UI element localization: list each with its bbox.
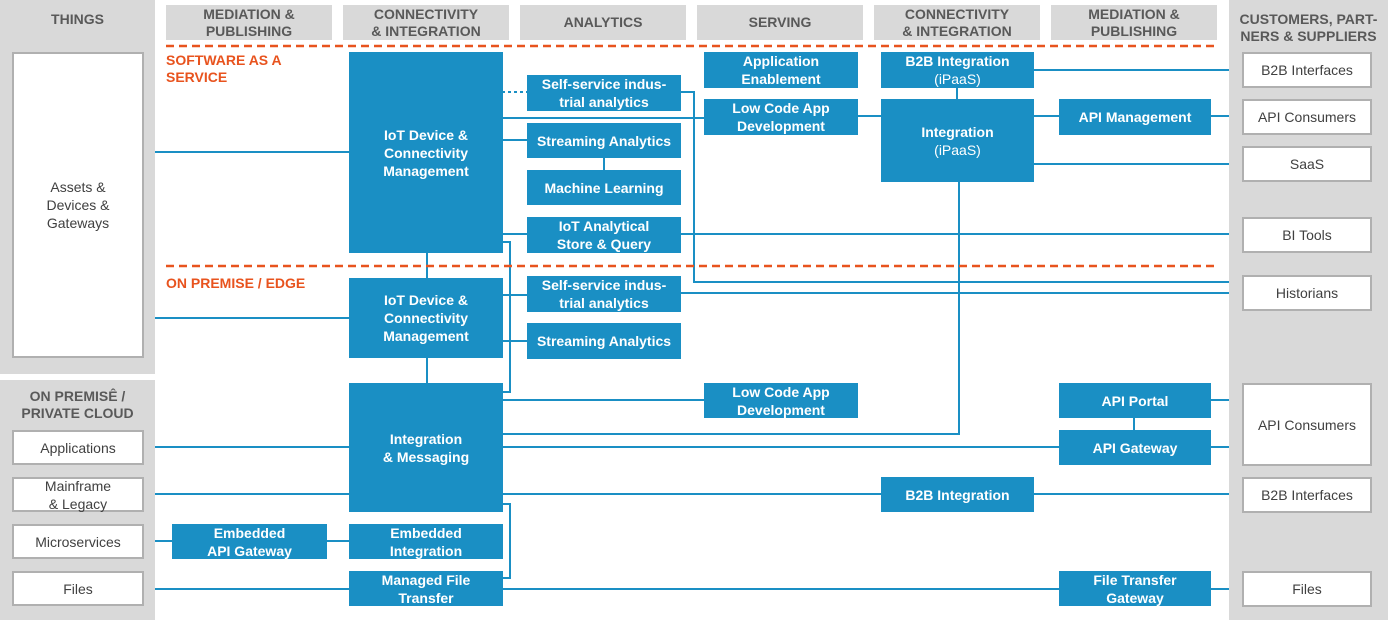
saas-streaming-box: Streaming Analytics — [527, 123, 681, 158]
saas-integration-box: Integration (iPaaS) — [881, 99, 1034, 182]
line-integration-ipaas — [502, 180, 960, 435]
saas-app-enablement-box: Application Enablement — [704, 52, 858, 88]
label-onprem: ON PREMISE / EDGE — [166, 275, 306, 291]
saas-low-code-box: Low Code App Development — [704, 99, 858, 135]
microservices-box: Microservices — [12, 524, 144, 559]
historians-box: Historians — [1242, 275, 1372, 311]
applications-box: Applications — [12, 430, 144, 465]
onprem-b2b-box: B2B Integration — [881, 477, 1034, 512]
onprem-streaming-box: Streaming Analytics — [527, 323, 681, 359]
saas-iot-device-box: IoT Device & Connectivity Management — [349, 52, 503, 253]
header-onprem-cloud: ON PREMISÊ / PRIVATE CLOUD — [21, 388, 134, 421]
onprem-iot-device-box: IoT Device & Connectivity Management — [349, 278, 503, 358]
header-connectivity-right: CONNECTIVITY & INTEGRATION — [874, 5, 1040, 40]
onprem-low-code-box: Low Code App Development — [704, 383, 858, 418]
header-mediation-left: MEDIATION & PUBLISHING — [166, 5, 332, 40]
header-analytics: ANALYTICS — [520, 5, 686, 40]
header-connectivity-left: CONNECTIVITY & INTEGRATION — [343, 5, 509, 40]
saas-iot-store-box: IoT Analytical Store & Query — [527, 217, 681, 253]
saas-ml-box: Machine Learning — [527, 170, 681, 205]
mainframe-box: Mainframe & Legacy — [12, 477, 144, 512]
assets-box: Assets & Devices & Gateways — [12, 52, 144, 358]
onprem-api-portal-box: API Portal — [1059, 383, 1211, 418]
saas-integration-title: Integration — [921, 123, 994, 140]
onprem-self-service-box: Self-service indus- trial analytics — [527, 276, 681, 312]
onprem-api-gateway-box: API Gateway — [1059, 430, 1211, 465]
saas-b2b-subtitle: (iPaaS) — [934, 71, 981, 87]
file-transfer-gateway-box: File Transfer Gateway — [1059, 571, 1211, 606]
managed-file-transfer-box: Managed File Transfer — [349, 571, 503, 606]
api-consumers-bottom-box: API Consumers — [1242, 383, 1372, 466]
header-mediation-right: MEDIATION & PUBLISHING — [1051, 5, 1217, 40]
label-saas: SOFTWARE AS A SERVICE — [166, 52, 282, 85]
files-left-box: Files — [12, 571, 144, 606]
line-iot-store-integration — [502, 241, 511, 393]
saas-api-mgmt-box: API Management — [1059, 99, 1211, 135]
bi-tools-box: BI Tools — [1242, 217, 1372, 253]
b2b-interfaces-bottom-box: B2B Interfaces — [1242, 477, 1372, 513]
embedded-integration-box: Embedded Integration — [349, 524, 503, 559]
saas-b2b-title: B2B Integration — [905, 53, 1010, 69]
files-right-box: Files — [1242, 571, 1372, 607]
onprem-integration-messaging-box: Integration & Messaging — [349, 383, 503, 512]
header-customers: CUSTOMERS, PART- NERS & SUPPLIERS — [1239, 11, 1378, 44]
saas-box: SaaS — [1242, 146, 1372, 182]
saas-self-service-box: Self-service indus- trial analytics — [527, 75, 681, 111]
line-integration-mft — [502, 503, 511, 579]
saas-b2b-box: B2B Integration (iPaaS) — [881, 52, 1034, 88]
line-selfservice-historians — [680, 91, 1242, 283]
header-serving: SERVING — [697, 5, 863, 40]
api-consumers-top-box: API Consumers — [1242, 99, 1372, 135]
embedded-api-gateway-box: Embedded API Gateway — [172, 524, 327, 559]
b2b-interfaces-top-box: B2B Interfaces — [1242, 52, 1372, 88]
header-things: THINGS — [51, 10, 104, 27]
saas-integration-subtitle: (iPaaS) — [934, 141, 981, 158]
